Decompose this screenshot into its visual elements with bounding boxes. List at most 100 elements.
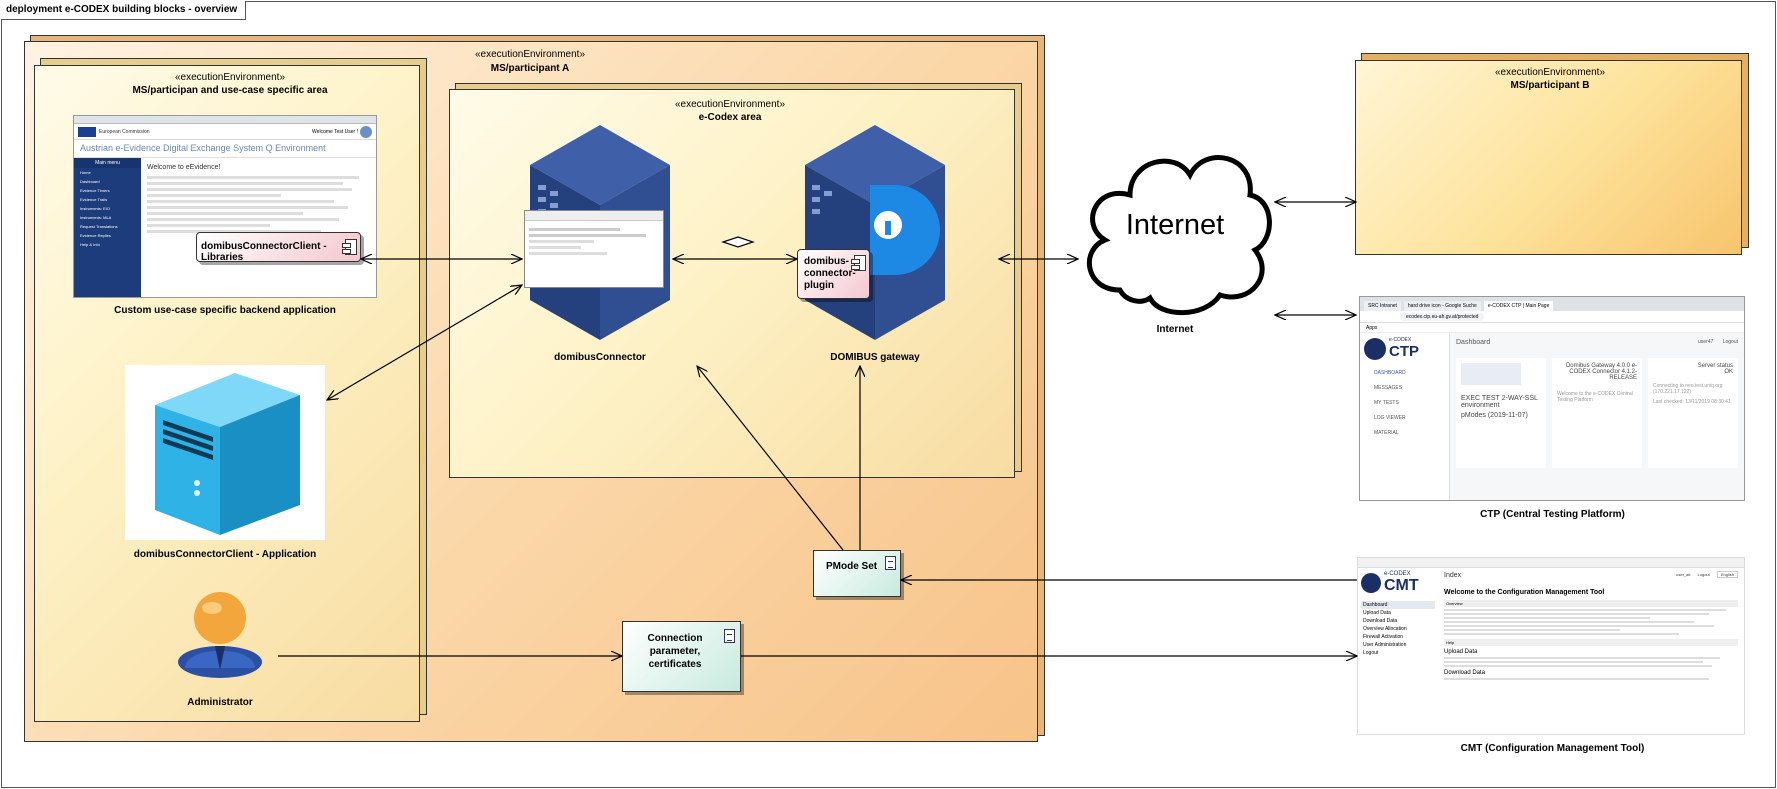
- ctp-nav-item[interactable]: MY TESTS: [1374, 400, 1399, 406]
- ecodex-logo-icon: [1461, 363, 1521, 385]
- user-avatar-icon: [360, 125, 372, 138]
- ctp-page-title: Dashboard: [1456, 339, 1491, 346]
- env-participant-a-stereotype: «executionEnvironment»: [474, 49, 586, 60]
- backend-app-screenshot[interactable]: European Commission Welcome Test User ! …: [73, 115, 377, 298]
- ctp-logout[interactable]: Logout: [1722, 339, 1738, 345]
- backend-sidebar: Main menu Home Dashboard Evidence Timers…: [74, 158, 141, 297]
- document-icon: [724, 629, 735, 643]
- ctp-card-status: Server status OK Connecting to neo.test.…: [1648, 358, 1738, 468]
- ctp-tab[interactable]: hard drive icon - Google Suche: [1403, 301, 1481, 311]
- ctp-nav-item[interactable]: DASHBOARD: [1374, 370, 1406, 376]
- internet-cloud-icon[interactable]: [1075, 140, 1275, 320]
- env-participan-area-title: MS/participan and use-case specific area: [132, 85, 328, 96]
- internet-caption: Internet: [1156, 324, 1194, 335]
- cmt-section-overview: Overview: [1444, 600, 1738, 607]
- backend-menu-item[interactable]: Request Translations: [80, 224, 118, 229]
- internet-cloud-label: Internet: [1125, 209, 1225, 241]
- env-participant-b[interactable]: [1355, 60, 1742, 255]
- cmt-user: user_ati: [1676, 572, 1691, 577]
- cmt-logo-big: CMT: [1384, 577, 1419, 594]
- cmt-page-title: Index: [1444, 572, 1462, 579]
- ctp-caption: CTP (Central Testing Platform): [1480, 509, 1625, 520]
- ctp-nav-item[interactable]: LOG VIEWER: [1374, 415, 1406, 421]
- ctp-card3-status: OK: [1724, 369, 1733, 375]
- domibus-gateway-server[interactable]: [800, 125, 950, 340]
- cmt-nav-item[interactable]: User Administration: [1363, 642, 1407, 648]
- backend-menu-title: Main menu: [74, 158, 141, 168]
- env-participant-a-depth-top: [30, 35, 1045, 41]
- ctp-card2-footer: Welcome to the e-CODEX Central Testing P…: [1557, 391, 1633, 403]
- diagram-frame-title: deployment e-CODEX building blocks - ove…: [1, 1, 247, 20]
- cmt-logout[interactable]: Logout: [1697, 572, 1710, 577]
- backend-heading: Welcome to eEvidence!: [147, 164, 221, 171]
- ctp-nav-item[interactable]: MESSAGES: [1374, 385, 1403, 391]
- ctp-card3-text: Connecting to neo.test.uniq.org (170.221…: [1653, 383, 1723, 395]
- connector-mini-screenshot: [524, 210, 664, 288]
- connection-params-artifact[interactable]: Connection parameter, certificates: [622, 621, 741, 692]
- cmt-nav-item[interactable]: Download Data: [1363, 618, 1398, 624]
- ctp-tab[interactable]: SRC Intranet: [1364, 301, 1401, 311]
- connection-params-label: Connection parameter, certificates: [647, 633, 703, 670]
- env-participant-b-title: MS/participant B: [1510, 80, 1590, 91]
- cmt-caption: CMT (Configuration Management Tool): [1460, 743, 1645, 754]
- ctp-screenshot[interactable]: SRC Intranet hard drive icon - Google Su…: [1359, 296, 1745, 501]
- backend-menu-item[interactable]: Instruments: MLA: [80, 215, 112, 220]
- connector-libraries-label: domibusConnectorClient - Libraries: [201, 241, 327, 263]
- env-participan-area-depth: [420, 58, 427, 715]
- ctp-card1-line2: pModes (2019-11-07): [1461, 412, 1528, 419]
- cmt-screenshot[interactable]: e-CODEX CMT Dashboard Upload Data Downlo…: [1357, 557, 1745, 735]
- administrator-icon[interactable]: [170, 590, 270, 680]
- ctp-logo-icon: [1364, 337, 1386, 360]
- ctp-logo-big: CTP: [1389, 343, 1419, 360]
- domibus-connector-caption: domibusConnector: [554, 352, 646, 363]
- backend-menu-item[interactable]: Instruments: EIO: [80, 206, 111, 211]
- client-application-caption: domibusConnectorClient - Application: [133, 549, 317, 560]
- backend-menu-item[interactable]: Home: [80, 170, 91, 175]
- env-participan-area-depth-top: [40, 58, 427, 65]
- ctp-apps-link[interactable]: Apps: [1360, 323, 1744, 333]
- ctp-card-versions: Domibus Gateway 4.0.0 e-CODEX Connector …: [1552, 358, 1642, 468]
- client-server-icon: [155, 373, 300, 535]
- cmt-language-select[interactable]: English: [1716, 571, 1738, 578]
- ctp-user: user47: [1698, 339, 1714, 345]
- connector-libraries-component[interactable]: domibusConnectorClient - Libraries: [196, 232, 361, 263]
- pmode-set-artifact[interactable]: PMode Set: [813, 550, 901, 597]
- cmt-nav-item[interactable]: Upload Data: [1363, 610, 1391, 616]
- component-icon: [851, 255, 866, 271]
- cmt-sub-upload: Upload Data: [1444, 649, 1478, 655]
- env-ecodex-area-stereotype: «executionEnvironment»: [674, 99, 786, 110]
- ctp-url-field[interactable]: ecodex.ctp.eu-ah.gv.at/protected: [1400, 312, 1485, 321]
- cmt-nav-item[interactable]: Overview Allocation: [1363, 626, 1407, 632]
- ctp-logo-small: e-CODEX: [1389, 337, 1412, 343]
- client-application-box[interactable]: [125, 365, 325, 540]
- env-participan-area-stereotype: «executionEnvironment»: [174, 72, 286, 83]
- cmt-section-help: Help: [1444, 639, 1738, 646]
- domibus-gateway-caption: DOMIBUS gateway: [830, 352, 920, 363]
- cmt-logo-small: e-CODEX: [1384, 571, 1411, 577]
- env-participant-a-depth: [1038, 35, 1045, 736]
- backend-app-caption: Custom use-case specific backend applica…: [114, 305, 336, 316]
- env-participant-b-depth-top: [1361, 53, 1749, 60]
- backend-menu-item[interactable]: Dashboard: [80, 179, 100, 184]
- document-icon: [885, 556, 896, 570]
- connector-plugin-component[interactable]: domibus-connector-plugin: [797, 249, 870, 299]
- env-ecodex-area-title: e-Codex area: [698, 112, 762, 123]
- backend-menu-item[interactable]: Help & Info: [80, 242, 100, 247]
- eu-flag-icon: [78, 126, 96, 137]
- ctp-card-pmodes: EXEC TEST 2-WAY-SSL environment pModes (…: [1456, 358, 1546, 468]
- backend-welcome-user: Welcome Test User !: [312, 128, 358, 135]
- backend-org: European Commission: [99, 128, 150, 135]
- cmt-nav-item[interactable]: Logout: [1363, 650, 1379, 656]
- cmt-nav-item[interactable]: Firewall Activation: [1363, 634, 1404, 640]
- connector-plugin-label: domibus-connector-plugin: [804, 256, 856, 291]
- administrator-caption: Administrator: [187, 697, 253, 708]
- pmode-set-label: PMode Set: [826, 561, 878, 572]
- ctp-nav-item[interactable]: MATERIAL: [1374, 430, 1399, 436]
- ctp-tab-active[interactable]: e-CODEX CTP | Main Page: [1483, 301, 1554, 311]
- cmt-logo-icon: [1361, 573, 1381, 593]
- backend-menu-item[interactable]: Evidence Timers: [80, 188, 110, 193]
- backend-menu-item[interactable]: Evidence Trails: [80, 197, 108, 202]
- cmt-nav-item[interactable]: Dashboard: [1361, 601, 1435, 609]
- backend-menu-item[interactable]: Evidence Replies: [80, 233, 111, 238]
